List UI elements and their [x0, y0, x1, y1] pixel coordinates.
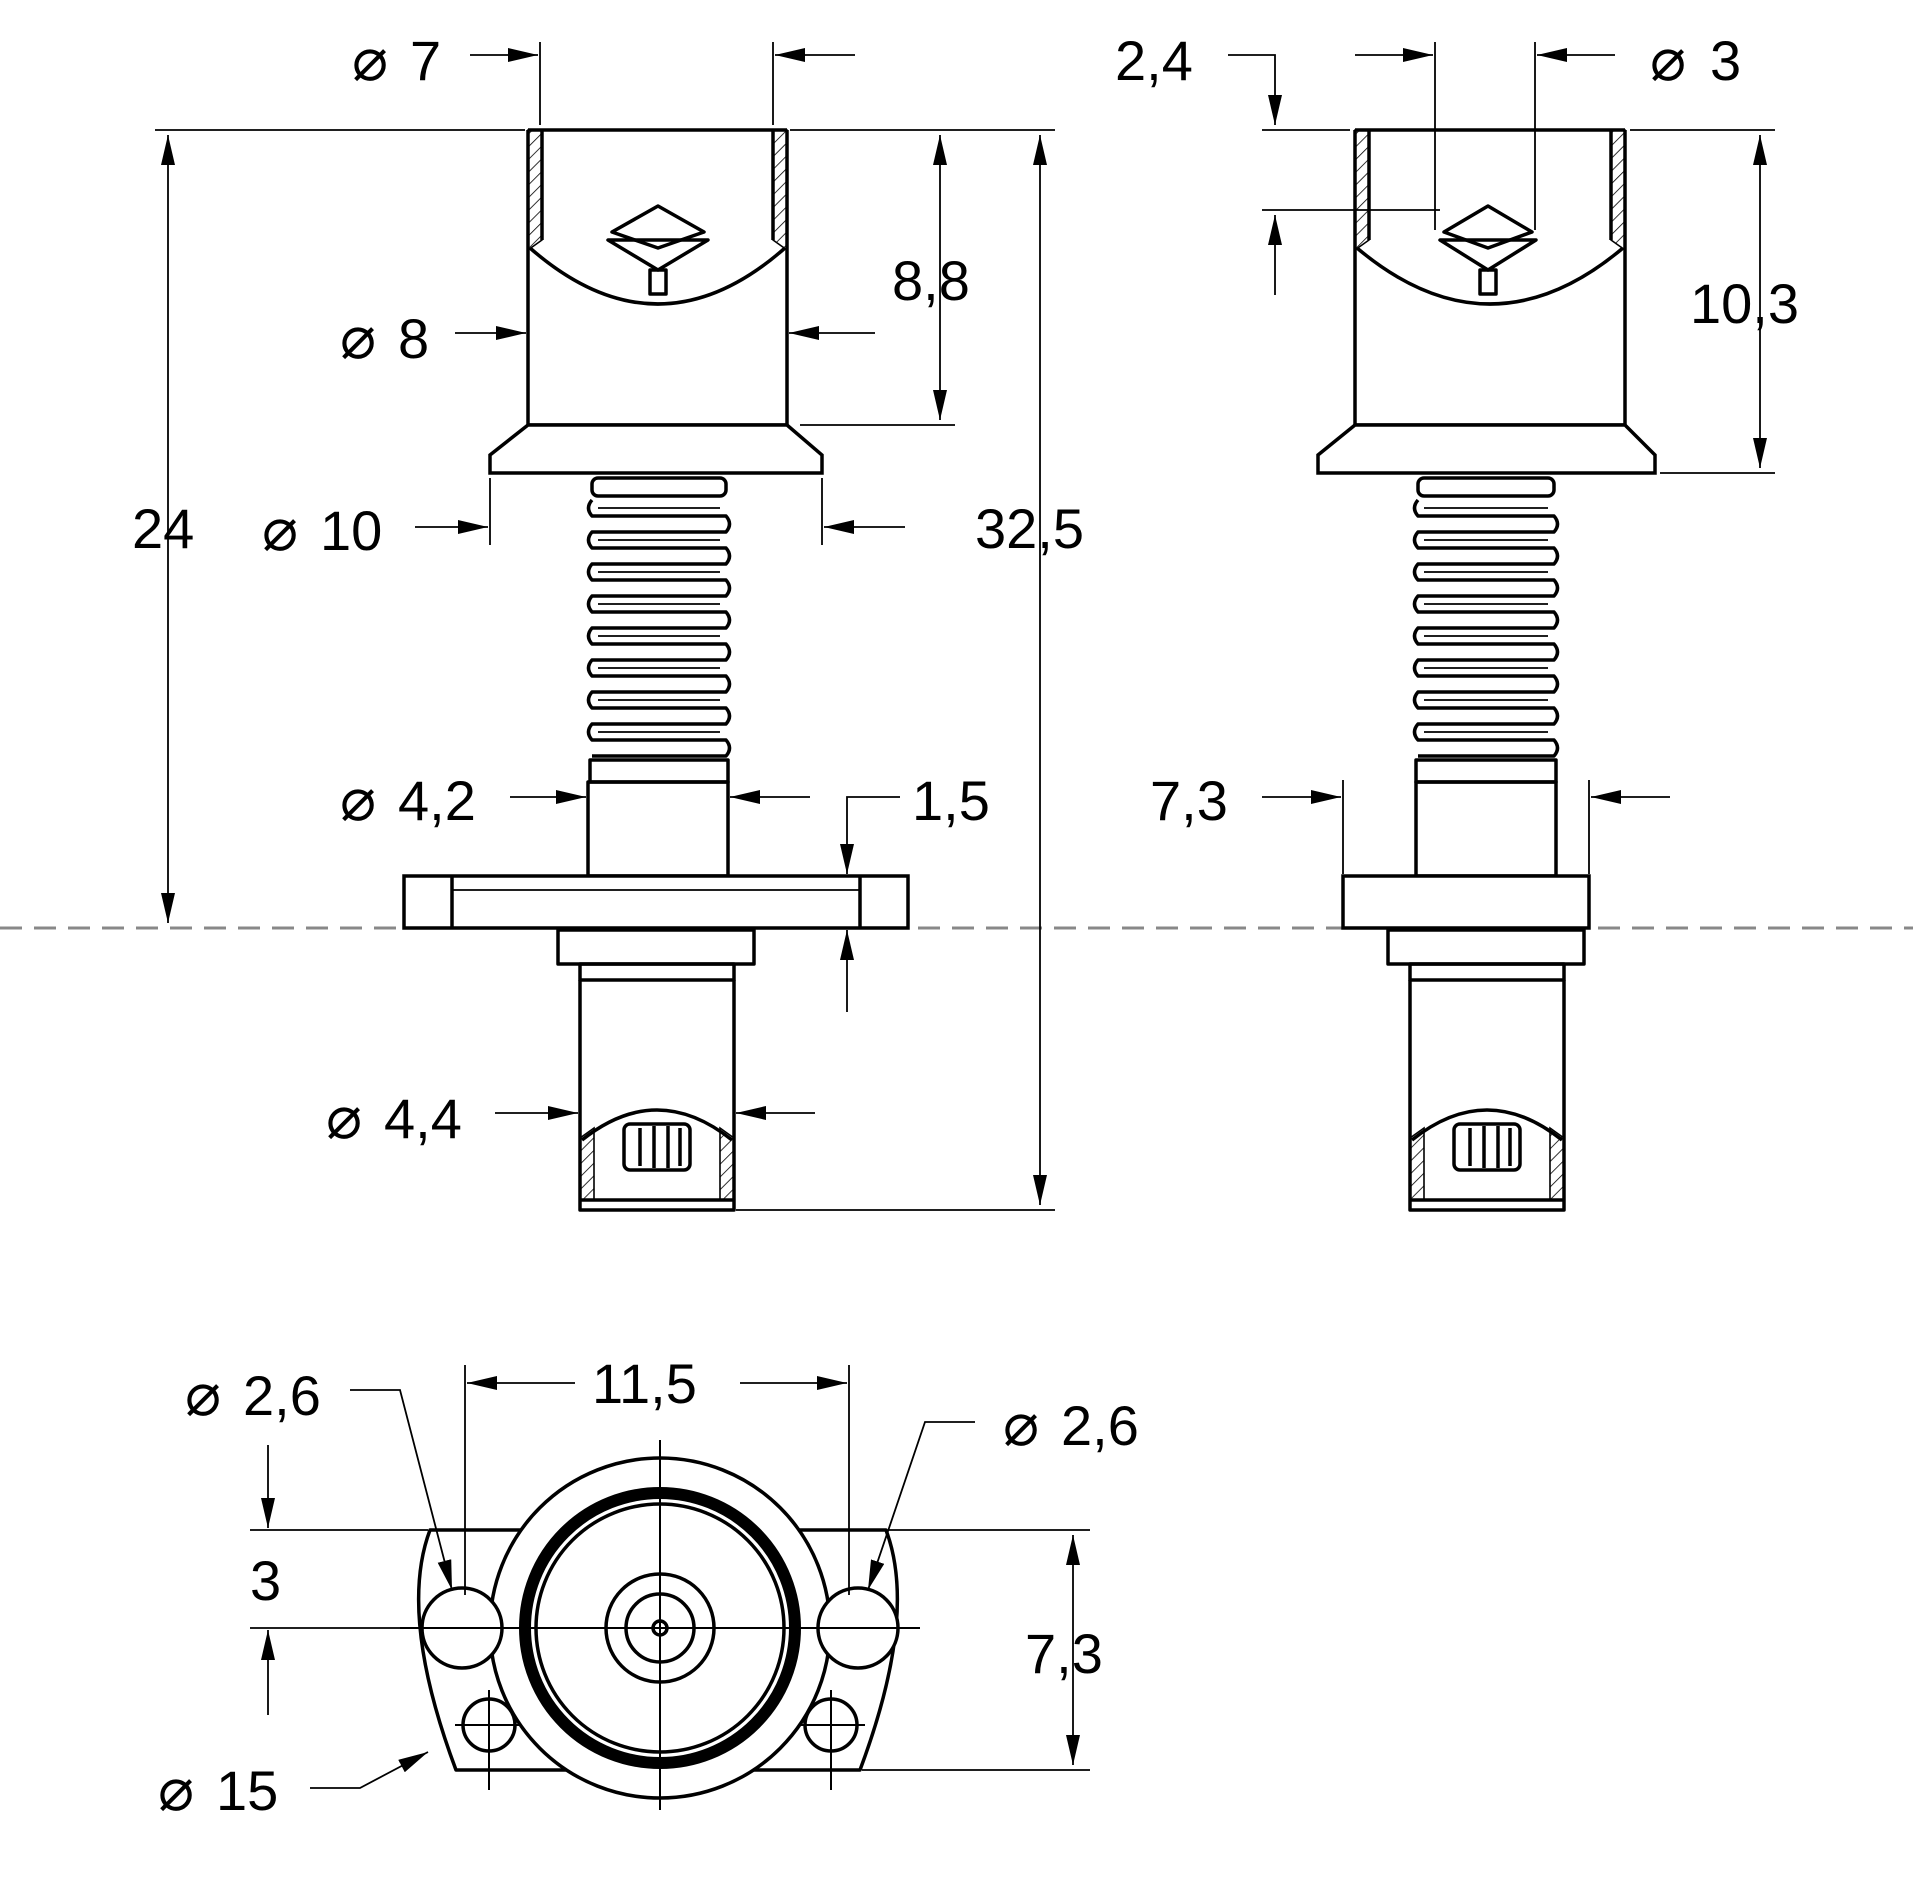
- dim-top-bore-7: 7: [410, 29, 441, 92]
- side-view: [1316, 128, 1657, 1212]
- dim-body-diameter-symbol: ⌀: [340, 303, 376, 373]
- front-cup: [526, 128, 789, 427]
- dim-cup-depth-10-3: 10,3: [1690, 272, 1799, 335]
- dim-flange-10: 10: [320, 499, 382, 562]
- dim-hole-left-2-6: 2,6: [243, 1364, 321, 1427]
- dim-hole-offset-3: 3: [250, 1549, 281, 1612]
- bottom-view: [400, 1440, 920, 1810]
- dim-hole-right-2-6: 2,6: [1061, 1394, 1139, 1457]
- front-dimensions: 24 32,5 8,8 ⌀ 7 ⌀ 8 ⌀ 10 ⌀ 4,2: [132, 25, 1084, 1211]
- side-spring: [1412, 476, 1560, 784]
- side-lower-tube: [1386, 928, 1586, 1212]
- front-plate: [402, 874, 910, 930]
- front-spring: [586, 476, 732, 784]
- dim-plate-height-7-3: 7,3: [1025, 1622, 1103, 1685]
- bottom-dimensions: 11,5 ⌀ 2,6 ⌀ 2,6 3 7,3 ⌀ 15: [158, 1352, 1139, 1825]
- dim-top-bore-diameter-symbol: ⌀: [352, 25, 388, 95]
- dim-bottom-tube-diameter-symbol: ⌀: [326, 1083, 362, 1153]
- dim-total-length-32-5: 32,5: [975, 497, 1084, 560]
- dim-bottom-tube-4-4: 4,4: [384, 1087, 462, 1150]
- front-lower-tube: [556, 928, 756, 1212]
- dim-plate-thickness-1-5: 1,5: [912, 769, 990, 832]
- dim-body-8: 8: [398, 307, 429, 370]
- side-flange: [1316, 423, 1657, 475]
- side-dimensions: 2,4 ⌀ 3 10,3 7,3: [1115, 25, 1799, 874]
- front-neck: [586, 780, 730, 878]
- bottom-plate: [416, 1528, 900, 1772]
- dim-pin-diameter-symbol: ⌀: [1650, 25, 1686, 95]
- dim-overall-height-24: 24: [132, 497, 194, 560]
- dim-outer-15: 15: [216, 1759, 278, 1822]
- dim-top-offset-2-4: 2,4: [1115, 29, 1193, 92]
- dim-outer-diameter-symbol: ⌀: [158, 1755, 194, 1825]
- dim-neck-diameter-symbol: ⌀: [340, 765, 376, 835]
- side-cup: [1353, 128, 1627, 427]
- front-flange: [488, 423, 824, 475]
- dim-hole-spacing-11-5: 11,5: [592, 1352, 697, 1415]
- dim-hole-right-diameter-symbol: ⌀: [1003, 1390, 1039, 1460]
- front-view: [402, 128, 910, 1212]
- dim-neck-4-2: 4,2: [398, 769, 476, 832]
- dim-flange-diameter-symbol: ⌀: [262, 495, 298, 565]
- dim-plate-width-7-3: 7,3: [1150, 769, 1228, 832]
- side-neck: [1414, 780, 1558, 878]
- dim-hole-left-diameter-symbol: ⌀: [185, 1360, 221, 1430]
- side-plate: [1341, 874, 1591, 930]
- dim-cup-depth-8-8: 8,8: [892, 249, 970, 312]
- dim-pin-3: 3: [1710, 29, 1741, 92]
